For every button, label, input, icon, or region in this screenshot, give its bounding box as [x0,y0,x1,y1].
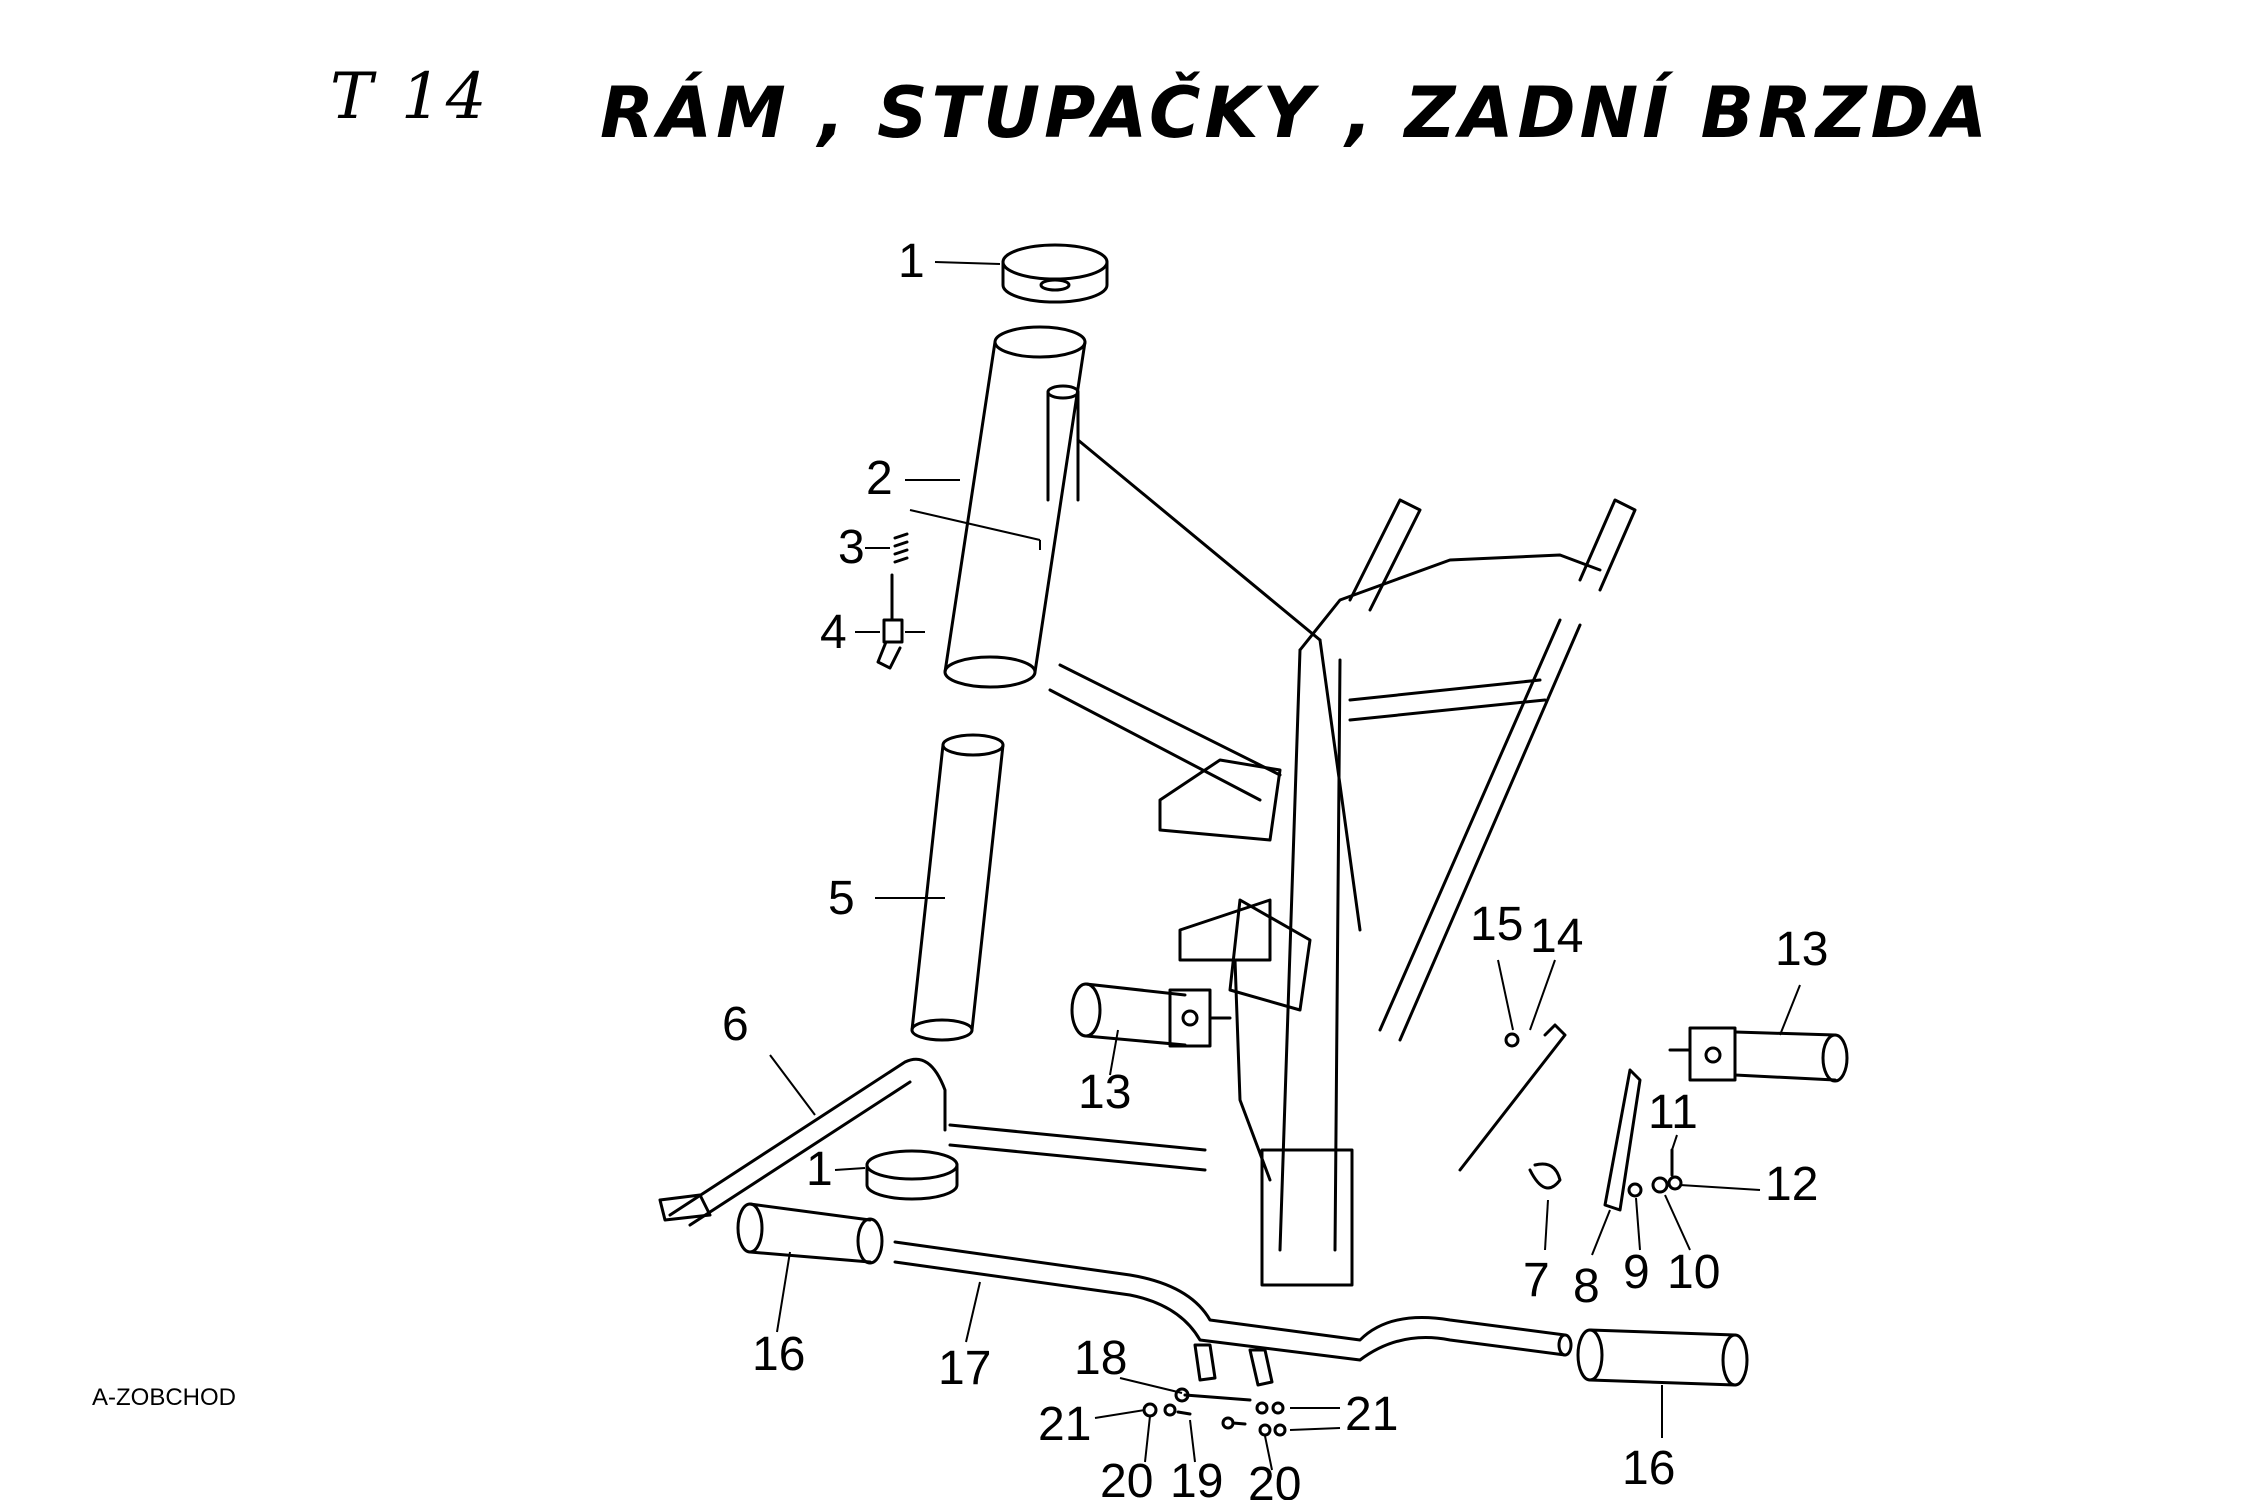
callout-17: 17 [938,1342,991,1395]
callout-1: 1 [898,235,925,288]
callout-20-right: 20 [1248,1458,1301,1500]
part-footrest-bar [893,1240,1573,1362]
callout-11: 11 [1648,1086,1698,1139]
part-fork-tube [910,733,1005,1042]
part-main-frame [1048,438,1637,1287]
callout-15: 15 [1470,898,1523,951]
callout-9: 9 [1623,1246,1650,1299]
part-head-tube [943,325,1087,689]
part-bearing-cap-top [1001,243,1109,304]
callout-10: 10 [1667,1246,1720,1299]
part-footrest-left [1070,982,1232,1048]
callout-14: 14 [1530,910,1583,963]
callout-5: 5 [828,872,855,925]
leader-lines [769,261,1801,1471]
part-return-spring [1528,1162,1562,1190]
callout-12: 12 [1765,1158,1818,1211]
diagram-code: T 14 [330,60,491,134]
callout-20-left: 20 [1100,1455,1153,1500]
callout-8: 8 [1573,1260,1600,1313]
callout-numbers: 1 2 3 4 5 6 1 13 15 14 13 11 12 7 8 9 10… [722,235,1828,1500]
part-brake-link [1603,1068,1642,1212]
callout-6: 6 [722,998,749,1051]
part-spring [893,532,909,564]
part-bearing-cap-bottom [865,1149,959,1201]
part-pillion-footrest-left [736,1202,884,1265]
callout-21-right: 21 [1345,1388,1398,1441]
part-brake-lever [1458,1023,1567,1172]
callout-18: 18 [1074,1332,1127,1385]
callout-13-left: 13 [1078,1066,1131,1119]
callout-21-left: 21 [1038,1398,1091,1451]
part-small-fasteners [1627,1148,1683,1198]
callout-7: 7 [1523,1254,1550,1307]
part-pillion-footrest-right [1576,1328,1749,1387]
diagram-title: RÁM , STUPAČKY , ZADNÍ BRZDA [600,72,1991,154]
part-steering-lock [876,573,904,670]
callout-3: 3 [838,521,865,574]
callout-2: 2 [866,452,893,505]
part-footrest-right [1668,1026,1849,1083]
callout-16-right: 16 [1622,1442,1675,1495]
part-bolts-nuts [1142,1343,1287,1437]
part-gear-lever [658,1057,1207,1227]
callout-19: 19 [1170,1455,1223,1500]
callout-13-right: 13 [1775,923,1828,976]
callout-1b: 1 [806,1143,833,1196]
watermark-text: A-ZOBCHOD [92,1384,236,1411]
callout-4: 4 [820,606,847,659]
callout-16-left: 16 [752,1328,805,1381]
